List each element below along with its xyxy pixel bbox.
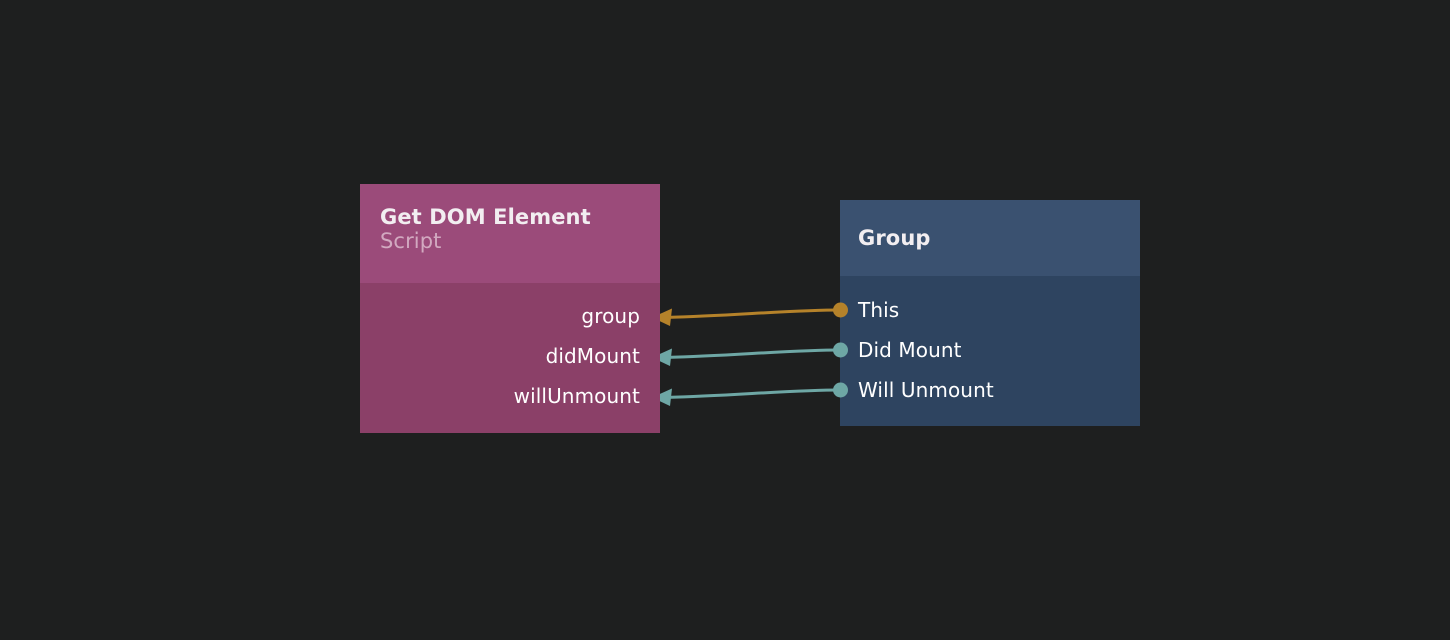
node-title: Get DOM Element bbox=[380, 205, 591, 229]
connection-didmount-to-didmount[interactable] bbox=[652, 348, 843, 367]
port-dot-this[interactable] bbox=[832, 302, 848, 318]
port-label-did-mount: Did Mount bbox=[858, 338, 962, 362]
port-row-willunmount[interactable]: willUnmount bbox=[514, 385, 640, 407]
node-title: Group bbox=[858, 226, 931, 250]
port-dot-will-unmount[interactable] bbox=[832, 382, 848, 398]
node-header-get-dom-element[interactable]: Get DOM Element Script bbox=[360, 184, 660, 283]
port-label-willunmount: willUnmount bbox=[513, 384, 640, 408]
connection-path bbox=[666, 388, 843, 399]
node-group[interactable]: Group This Did Mount Will Unmount bbox=[832, 200, 1140, 426]
node-subtitle: Script bbox=[380, 229, 442, 254]
node-get-dom-element[interactable]: Get DOM Element Script group didMount wi… bbox=[360, 184, 660, 433]
port-row-group[interactable]: group bbox=[581, 305, 640, 327]
port-row-this[interactable]: This bbox=[858, 299, 899, 321]
port-label-will-unmount: Will Unmount bbox=[858, 378, 994, 402]
node-body-get-dom-element: group didMount willUnmount bbox=[360, 283, 660, 433]
port-row-did-mount[interactable]: Did Mount bbox=[858, 339, 962, 361]
connection-willunmount-to-willunmount[interactable] bbox=[652, 388, 843, 407]
connection-path bbox=[666, 348, 843, 359]
port-label-group: group bbox=[581, 304, 640, 328]
connection-path bbox=[666, 308, 843, 319]
node-body-group: This Did Mount Will Unmount bbox=[840, 276, 1140, 426]
port-dot-did-mount[interactable] bbox=[832, 342, 848, 358]
port-row-will-unmount[interactable]: Will Unmount bbox=[858, 379, 994, 401]
connection-this-to-group[interactable] bbox=[652, 308, 843, 327]
port-label-didmount: didMount bbox=[545, 344, 640, 368]
port-row-didmount[interactable]: didMount bbox=[546, 345, 640, 367]
port-label-this: This bbox=[858, 298, 900, 322]
node-header-group[interactable]: Group bbox=[840, 200, 1140, 276]
